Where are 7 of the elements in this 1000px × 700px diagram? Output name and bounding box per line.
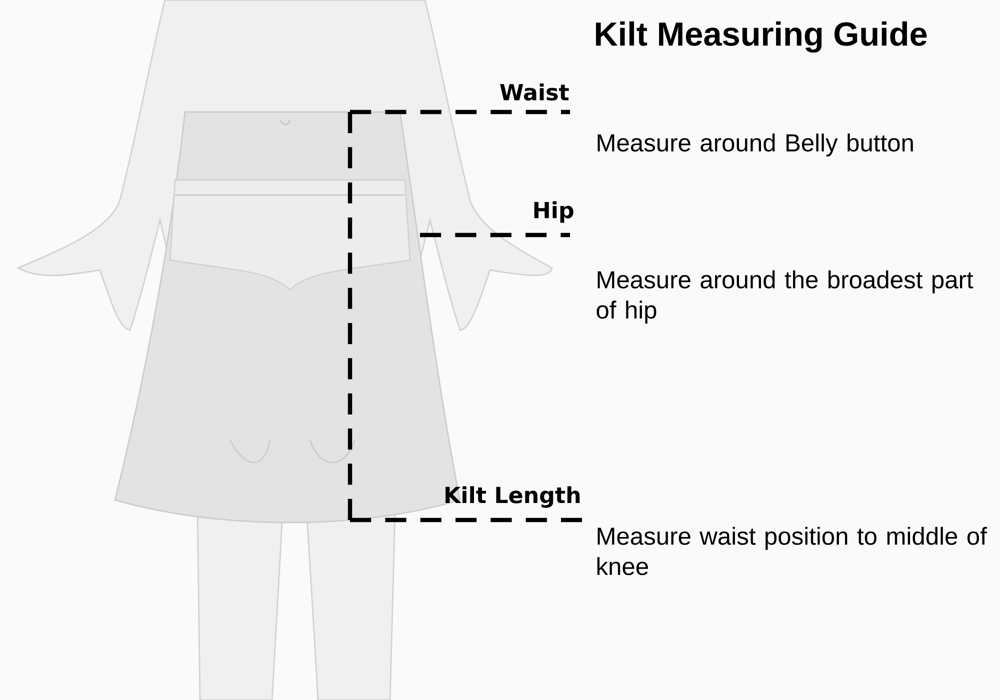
title: Kilt Measuring Guide: [596, 21, 927, 53]
instruction-text: Measure waist position to middle of knee: [597, 526, 987, 576]
measurement-label: Waist: [500, 83, 569, 101]
instruction-text: Measure around the broadest part of hip: [596, 270, 974, 324]
measurement-label: Kilt Length: [446, 486, 580, 508]
measurement-label: Hip: [534, 201, 574, 223]
instruction-text: Measure around Belly button: [598, 134, 913, 156]
